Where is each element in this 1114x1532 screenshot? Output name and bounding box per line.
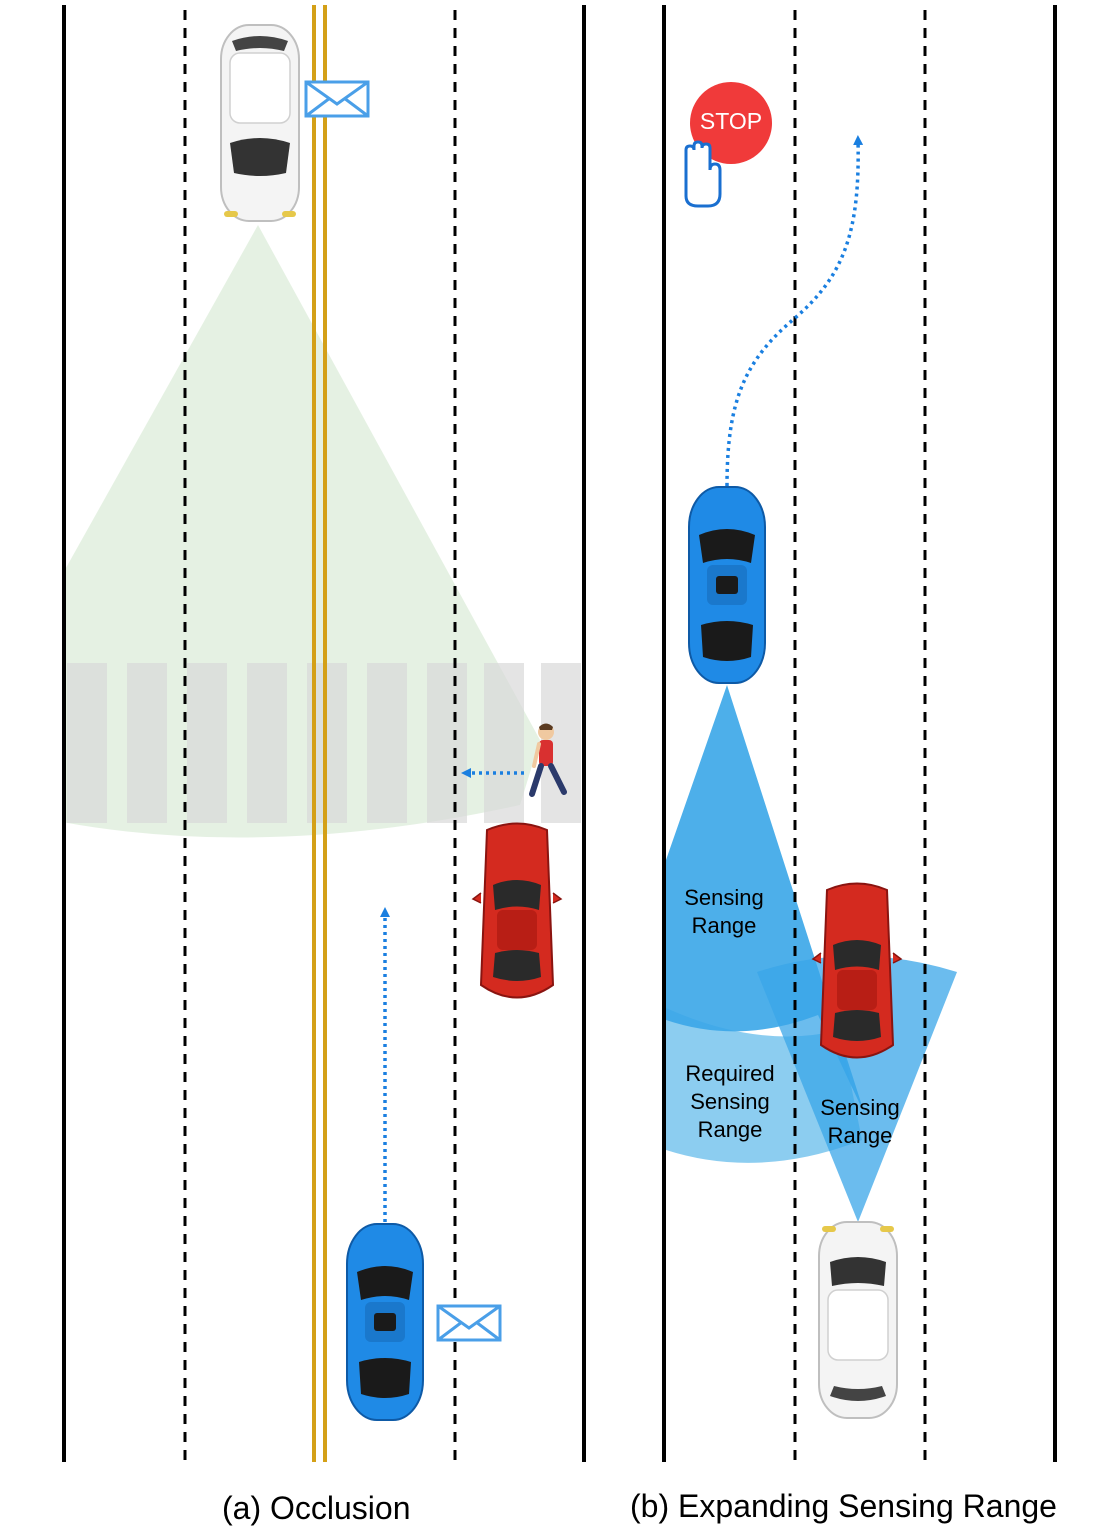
panel-a-road: [62, 5, 586, 1462]
blue-car-b-arrow: [725, 135, 864, 487]
panel-a-sensing-range: [62, 225, 540, 838]
required-sensing-range-label: Required Sensing Range: [685, 1061, 775, 1142]
pedestrian-icon: [529, 723, 567, 797]
panel-a-caption: (a) Occlusion: [222, 1490, 411, 1526]
panel-b-road: [662, 5, 1057, 1462]
sensing-range-white-car: [757, 956, 957, 1222]
sensing-range-label-1: Sensing Range: [684, 885, 764, 938]
white-car-b: [818, 1221, 898, 1419]
red-car-a: [471, 822, 563, 999]
blue-car-a: [346, 1223, 424, 1421]
red-car-b: [811, 882, 903, 1059]
stop-sign-label: STOP: [699, 108, 763, 134]
white-car-top: [220, 24, 300, 222]
envelope-icon: [304, 80, 370, 118]
blue-car-b: [688, 486, 766, 684]
envelope-icon-2: [436, 1304, 502, 1342]
stop-sign-icon: [690, 82, 772, 164]
panel-b-caption: (b) Expanding Sensing Range: [630, 1488, 1057, 1524]
hand-stop-icon: [684, 140, 722, 208]
sensing-range-label-2: Sensing Range: [820, 1095, 900, 1148]
